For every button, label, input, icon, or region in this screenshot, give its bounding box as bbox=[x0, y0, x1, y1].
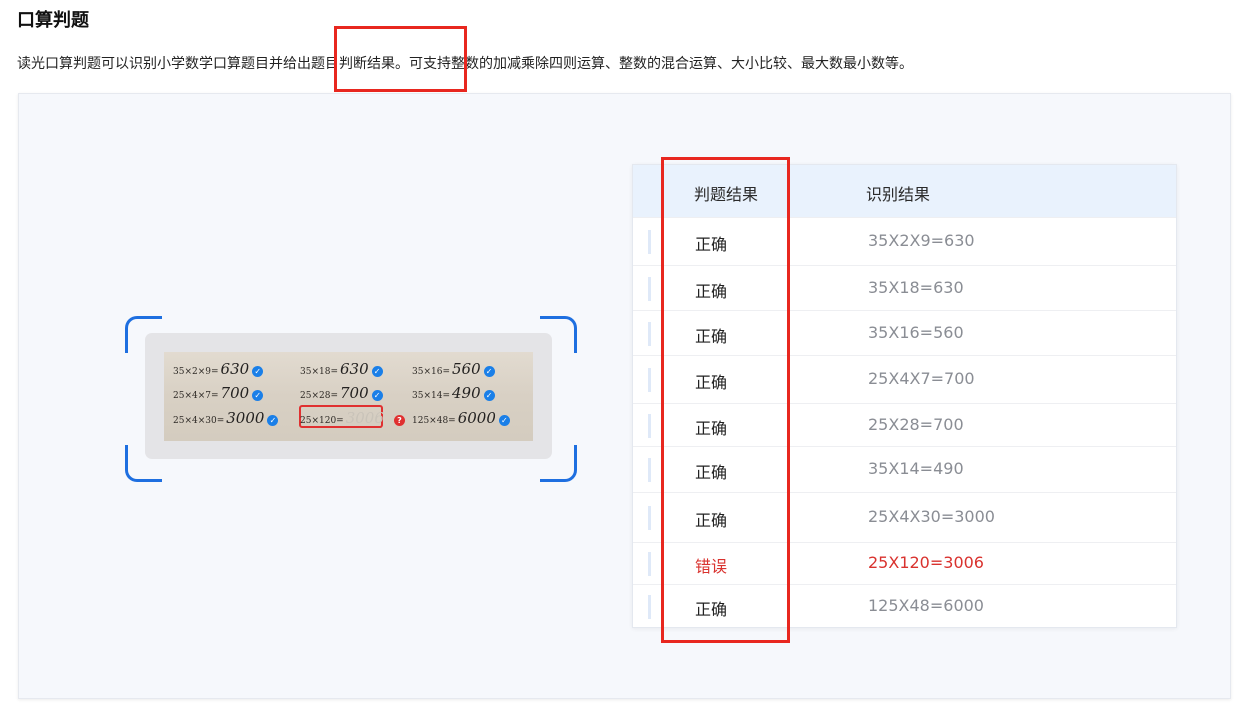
handwritten-answer: 6000 bbox=[457, 409, 496, 427]
table-row: 正确 35X16=560 bbox=[633, 310, 1176, 356]
wrong-answer-box bbox=[299, 405, 383, 428]
judgement-cell: 正确 bbox=[695, 282, 728, 301]
worksheet-expression: 35×16= bbox=[412, 367, 450, 377]
table-row: 正确 25X28=700 bbox=[633, 403, 1176, 447]
page-title: 口算判题 bbox=[17, 10, 89, 31]
worksheet-problem: 35×18=630✓ bbox=[300, 360, 383, 378]
worksheet-problem: 25×28=700✓ bbox=[300, 384, 383, 402]
check-circle-icon: ✓ bbox=[483, 366, 495, 377]
check-circle-icon: ✓ bbox=[483, 390, 495, 401]
handwritten-answer: 3000 bbox=[226, 409, 265, 427]
judgement-cell: 正确 bbox=[695, 419, 728, 438]
judgement-cell: 正确 bbox=[695, 600, 728, 619]
worksheet-problem: 25×4×30=3000✓ bbox=[173, 409, 279, 427]
recognized-cell: 125X48=6000 bbox=[868, 596, 984, 615]
row-indicator bbox=[648, 277, 651, 301]
row-indicator bbox=[648, 322, 651, 346]
recognized-cell: 25X120=3006 bbox=[868, 553, 984, 572]
worksheet-problem: 25×120=3006? bbox=[300, 409, 405, 427]
row-indicator bbox=[648, 458, 651, 482]
row-indicator bbox=[648, 414, 651, 438]
row-indicator bbox=[648, 506, 651, 530]
question-circle-icon: ? bbox=[393, 415, 405, 426]
row-indicator bbox=[648, 552, 651, 576]
check-circle-icon: ✓ bbox=[371, 390, 383, 401]
worksheet-problem: 125×48=6000✓ bbox=[412, 409, 510, 427]
worksheet-expression: 25×120= bbox=[300, 416, 344, 426]
header-recognized: 识别结果 bbox=[866, 185, 931, 204]
worksheet-expression: 35×2×9= bbox=[173, 367, 219, 377]
table-row: 错误 25X120=3006 bbox=[633, 542, 1176, 585]
handwritten-answer: 700 bbox=[340, 384, 369, 402]
handwritten-answer: 630 bbox=[340, 360, 369, 378]
recognized-cell: 35X14=490 bbox=[868, 459, 964, 478]
row-indicator bbox=[648, 368, 651, 392]
handwritten-answer: 700 bbox=[220, 384, 250, 402]
recognized-cell: 35X16=560 bbox=[868, 323, 964, 342]
judgement-cell: 正确 bbox=[695, 511, 728, 530]
worksheet-problem: 35×2×9=630✓ bbox=[173, 360, 264, 378]
worksheet-expression: 125×48= bbox=[412, 416, 456, 426]
recognized-cell: 35X2X9=630 bbox=[868, 231, 975, 250]
worksheet-expression: 35×14= bbox=[412, 391, 450, 401]
annotation-highlight-description bbox=[334, 26, 467, 92]
table-header: 判题结果 识别结果 bbox=[633, 165, 1176, 217]
worksheet-expression: 25×28= bbox=[300, 391, 338, 401]
judgement-cell: 正确 bbox=[695, 373, 728, 392]
table-row: 正确 125X48=6000 bbox=[633, 584, 1176, 629]
table-row: 正确 25X4X30=3000 bbox=[633, 492, 1176, 543]
recognized-cell: 35X18=630 bbox=[868, 278, 964, 297]
check-circle-icon: ✓ bbox=[498, 415, 510, 426]
row-indicator bbox=[648, 595, 651, 619]
scan-frame-corner-top-left bbox=[125, 316, 162, 353]
worksheet-problem: 35×14=490✓ bbox=[412, 384, 495, 402]
check-circle-icon: ✓ bbox=[371, 366, 383, 377]
table-row: 正确 35X2X9=630 bbox=[633, 217, 1176, 266]
judgement-cell: 正确 bbox=[695, 235, 728, 254]
header-judgement: 判题结果 bbox=[694, 185, 759, 204]
handwritten-answer: 560 bbox=[452, 360, 481, 378]
annotation-highlight-judgement-column bbox=[661, 157, 790, 643]
handwritten-answer: 490 bbox=[452, 384, 481, 402]
handwritten-answer: 630 bbox=[220, 360, 250, 378]
scan-frame-corner-bottom-right bbox=[540, 445, 577, 482]
worksheet-problem: 25×4×7=700✓ bbox=[173, 384, 264, 402]
check-circle-icon: ✓ bbox=[252, 366, 264, 377]
row-indicator bbox=[648, 230, 651, 254]
table-row: 正确 35X14=490 bbox=[633, 446, 1176, 493]
table-row: 正确 35X18=630 bbox=[633, 265, 1176, 311]
worksheet-expression: 25×4×7= bbox=[173, 391, 219, 401]
scan-frame-corner-bottom-left bbox=[125, 445, 162, 482]
judgement-cell: 错误 bbox=[695, 557, 728, 576]
worksheet-photo: 35×2×9=630✓35×18=630✓35×16=560✓25×4×7=70… bbox=[164, 352, 533, 441]
worksheet-problem: 35×16=560✓ bbox=[412, 360, 495, 378]
worksheet-expression: 35×18= bbox=[300, 367, 338, 377]
handwritten-answer: 3006 bbox=[345, 409, 384, 427]
recognized-cell: 25X4X30=3000 bbox=[868, 507, 995, 526]
check-circle-icon: ✓ bbox=[252, 390, 264, 401]
worksheet-expression: 25×4×30= bbox=[173, 416, 225, 426]
judgement-cell: 正确 bbox=[695, 463, 728, 482]
check-circle-icon: ✓ bbox=[267, 415, 279, 426]
table-row: 正确 25X4X7=700 bbox=[633, 355, 1176, 404]
recognized-cell: 25X4X7=700 bbox=[868, 369, 975, 388]
results-table: 判题结果 识别结果 正确 35X2X9=630 正确 35X18=630 正确 35X16… bbox=[632, 164, 1177, 628]
recognized-cell: 25X28=700 bbox=[868, 415, 964, 434]
judgement-cell: 正确 bbox=[695, 327, 728, 346]
scan-frame-corner-top-right bbox=[540, 316, 577, 353]
